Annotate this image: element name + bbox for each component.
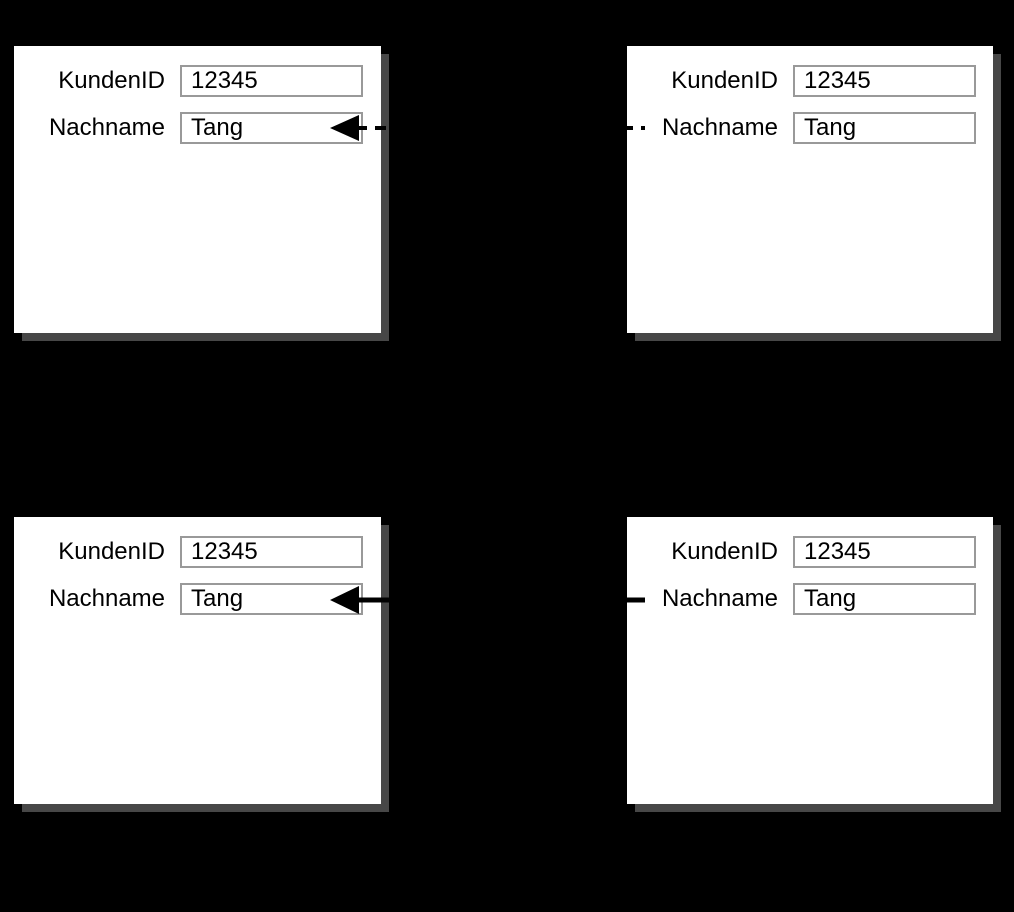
- kundenid-row: KundenID 12345: [627, 536, 993, 568]
- kundenid-input[interactable]: 12345: [180, 536, 363, 568]
- kundenid-input[interactable]: 12345: [793, 65, 976, 97]
- kundenid-input[interactable]: 12345: [793, 536, 976, 568]
- form-panel-top-left: KundenID 12345 Nachname Tang: [14, 46, 381, 333]
- nachname-input[interactable]: Tang: [180, 583, 363, 615]
- nachname-label: Nachname: [661, 585, 778, 612]
- nachname-label: Nachname: [661, 114, 778, 141]
- kundenid-label: KundenID: [58, 538, 165, 565]
- kundenid-row: KundenID 12345: [627, 65, 993, 97]
- kundenid-row: KundenID 12345: [14, 536, 381, 568]
- form-panel-top-right: KundenID 12345 Nachname Tang: [627, 46, 993, 333]
- form-panel-bottom-left: KundenID 12345 Nachname Tang: [14, 517, 381, 804]
- nachname-input[interactable]: Tang: [180, 112, 363, 144]
- form-panel-bottom-right: KundenID 12345 Nachname Tang: [627, 517, 993, 804]
- kundenid-label: KundenID: [671, 67, 778, 94]
- kundenid-label: KundenID: [58, 67, 165, 94]
- nachname-label: Nachname: [48, 114, 165, 141]
- nachname-label: Nachname: [48, 585, 165, 612]
- nachname-input[interactable]: Tang: [793, 583, 976, 615]
- nachname-row: Nachname Tang: [627, 583, 993, 615]
- kundenid-label: KundenID: [671, 538, 778, 565]
- nachname-row: Nachname Tang: [627, 112, 993, 144]
- nachname-row: Nachname Tang: [14, 583, 381, 615]
- nachname-row: Nachname Tang: [14, 112, 381, 144]
- kundenid-row: KundenID 12345: [14, 65, 381, 97]
- kundenid-input[interactable]: 12345: [180, 65, 363, 97]
- nachname-input[interactable]: Tang: [793, 112, 976, 144]
